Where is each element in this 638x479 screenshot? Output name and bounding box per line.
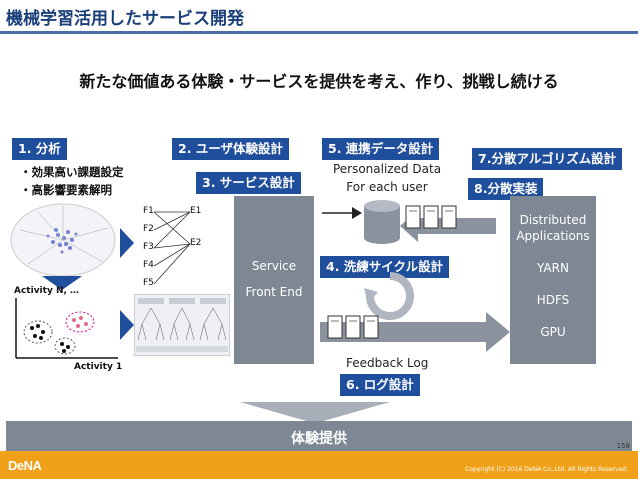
right-arrow-icon [120,310,134,340]
hdfs-label: HDFS [536,293,570,307]
refresh-cycle-icon [364,272,414,320]
badge-ux-design: 2. ユーザ体験設計 [172,138,290,160]
right-arrow-icon [120,228,134,258]
decision-tree-illustration [134,294,230,356]
effect-label: E2 [190,238,202,248]
feature-effect-network [153,211,191,285]
documents-icon [327,315,379,339]
x-axis-label: Activity 1 [74,362,123,372]
badge-refine-cycle: 4. 洗練サイクル設計 [320,256,450,278]
documents-icon [405,205,457,229]
experience-delivery-label: 体験提供 [291,431,347,447]
feature-label: F3 [143,242,154,252]
badge-service-design: 3. サービス設計 [196,172,301,194]
feedback-log-label: Feedback Log [346,356,429,370]
service-front-end-box: Service Front End [234,196,314,364]
cluster-scatter-plot [15,298,118,359]
yarn-label: YARN [537,261,569,275]
badge-log-design: 6. ログ設計 [340,374,420,396]
page-title: 機械学習活用したサービス開発 [6,9,244,29]
bullet-impact-factors: ・高影響要素解明 [20,183,112,197]
distributed-applications-box: Distributed Applications YARN HDFS GPU [510,196,596,364]
experience-delivery-bar [6,421,632,451]
badge-distributed-algorithm: 7.分散アルゴリズム設計 [472,148,623,170]
database-icon [364,200,400,244]
footer-bar [0,451,638,479]
title-divider [0,31,638,34]
for-each-user-label: For each user [346,180,428,194]
arrow-right-icon [322,207,362,219]
distributed-label: Distributed [519,213,587,227]
feature-label: F1 [143,206,154,216]
badge-distributed-implementation: 8.分散実装 [468,178,544,200]
gpu-label: GPU [540,325,566,339]
y-axis-label: Activity N, … [14,286,80,296]
front-end-label: Front End [245,285,303,299]
down-arrow-icon [42,276,82,290]
page-subtitle: 新たな価値ある体験・サービスを提供を考え、作り、挑戦し続ける [79,72,559,91]
badge-data-integration: 5. 連携データ設計 [322,138,440,160]
company-logo: DeNA [8,458,42,473]
feature-label: F5 [143,278,154,288]
effect-label: E1 [190,206,202,216]
feature-label: F2 [143,224,154,234]
funnel-arrow [240,402,390,422]
personalized-data-label: Personalized Data [332,162,442,176]
copyright-text: Copyright (C) 2016 DeNA Co.,Ltd. All Rig… [465,466,628,473]
feature-label: F4 [143,260,154,270]
applications-label: Applications [516,229,590,243]
network-graph-illustration [10,203,116,277]
page-number: 158 [616,442,630,450]
badge-analysis: 1. 分析 [12,138,67,160]
service-label: Service [251,259,297,273]
bullet-issue-setting: ・効果高い課題設定 [20,165,124,179]
